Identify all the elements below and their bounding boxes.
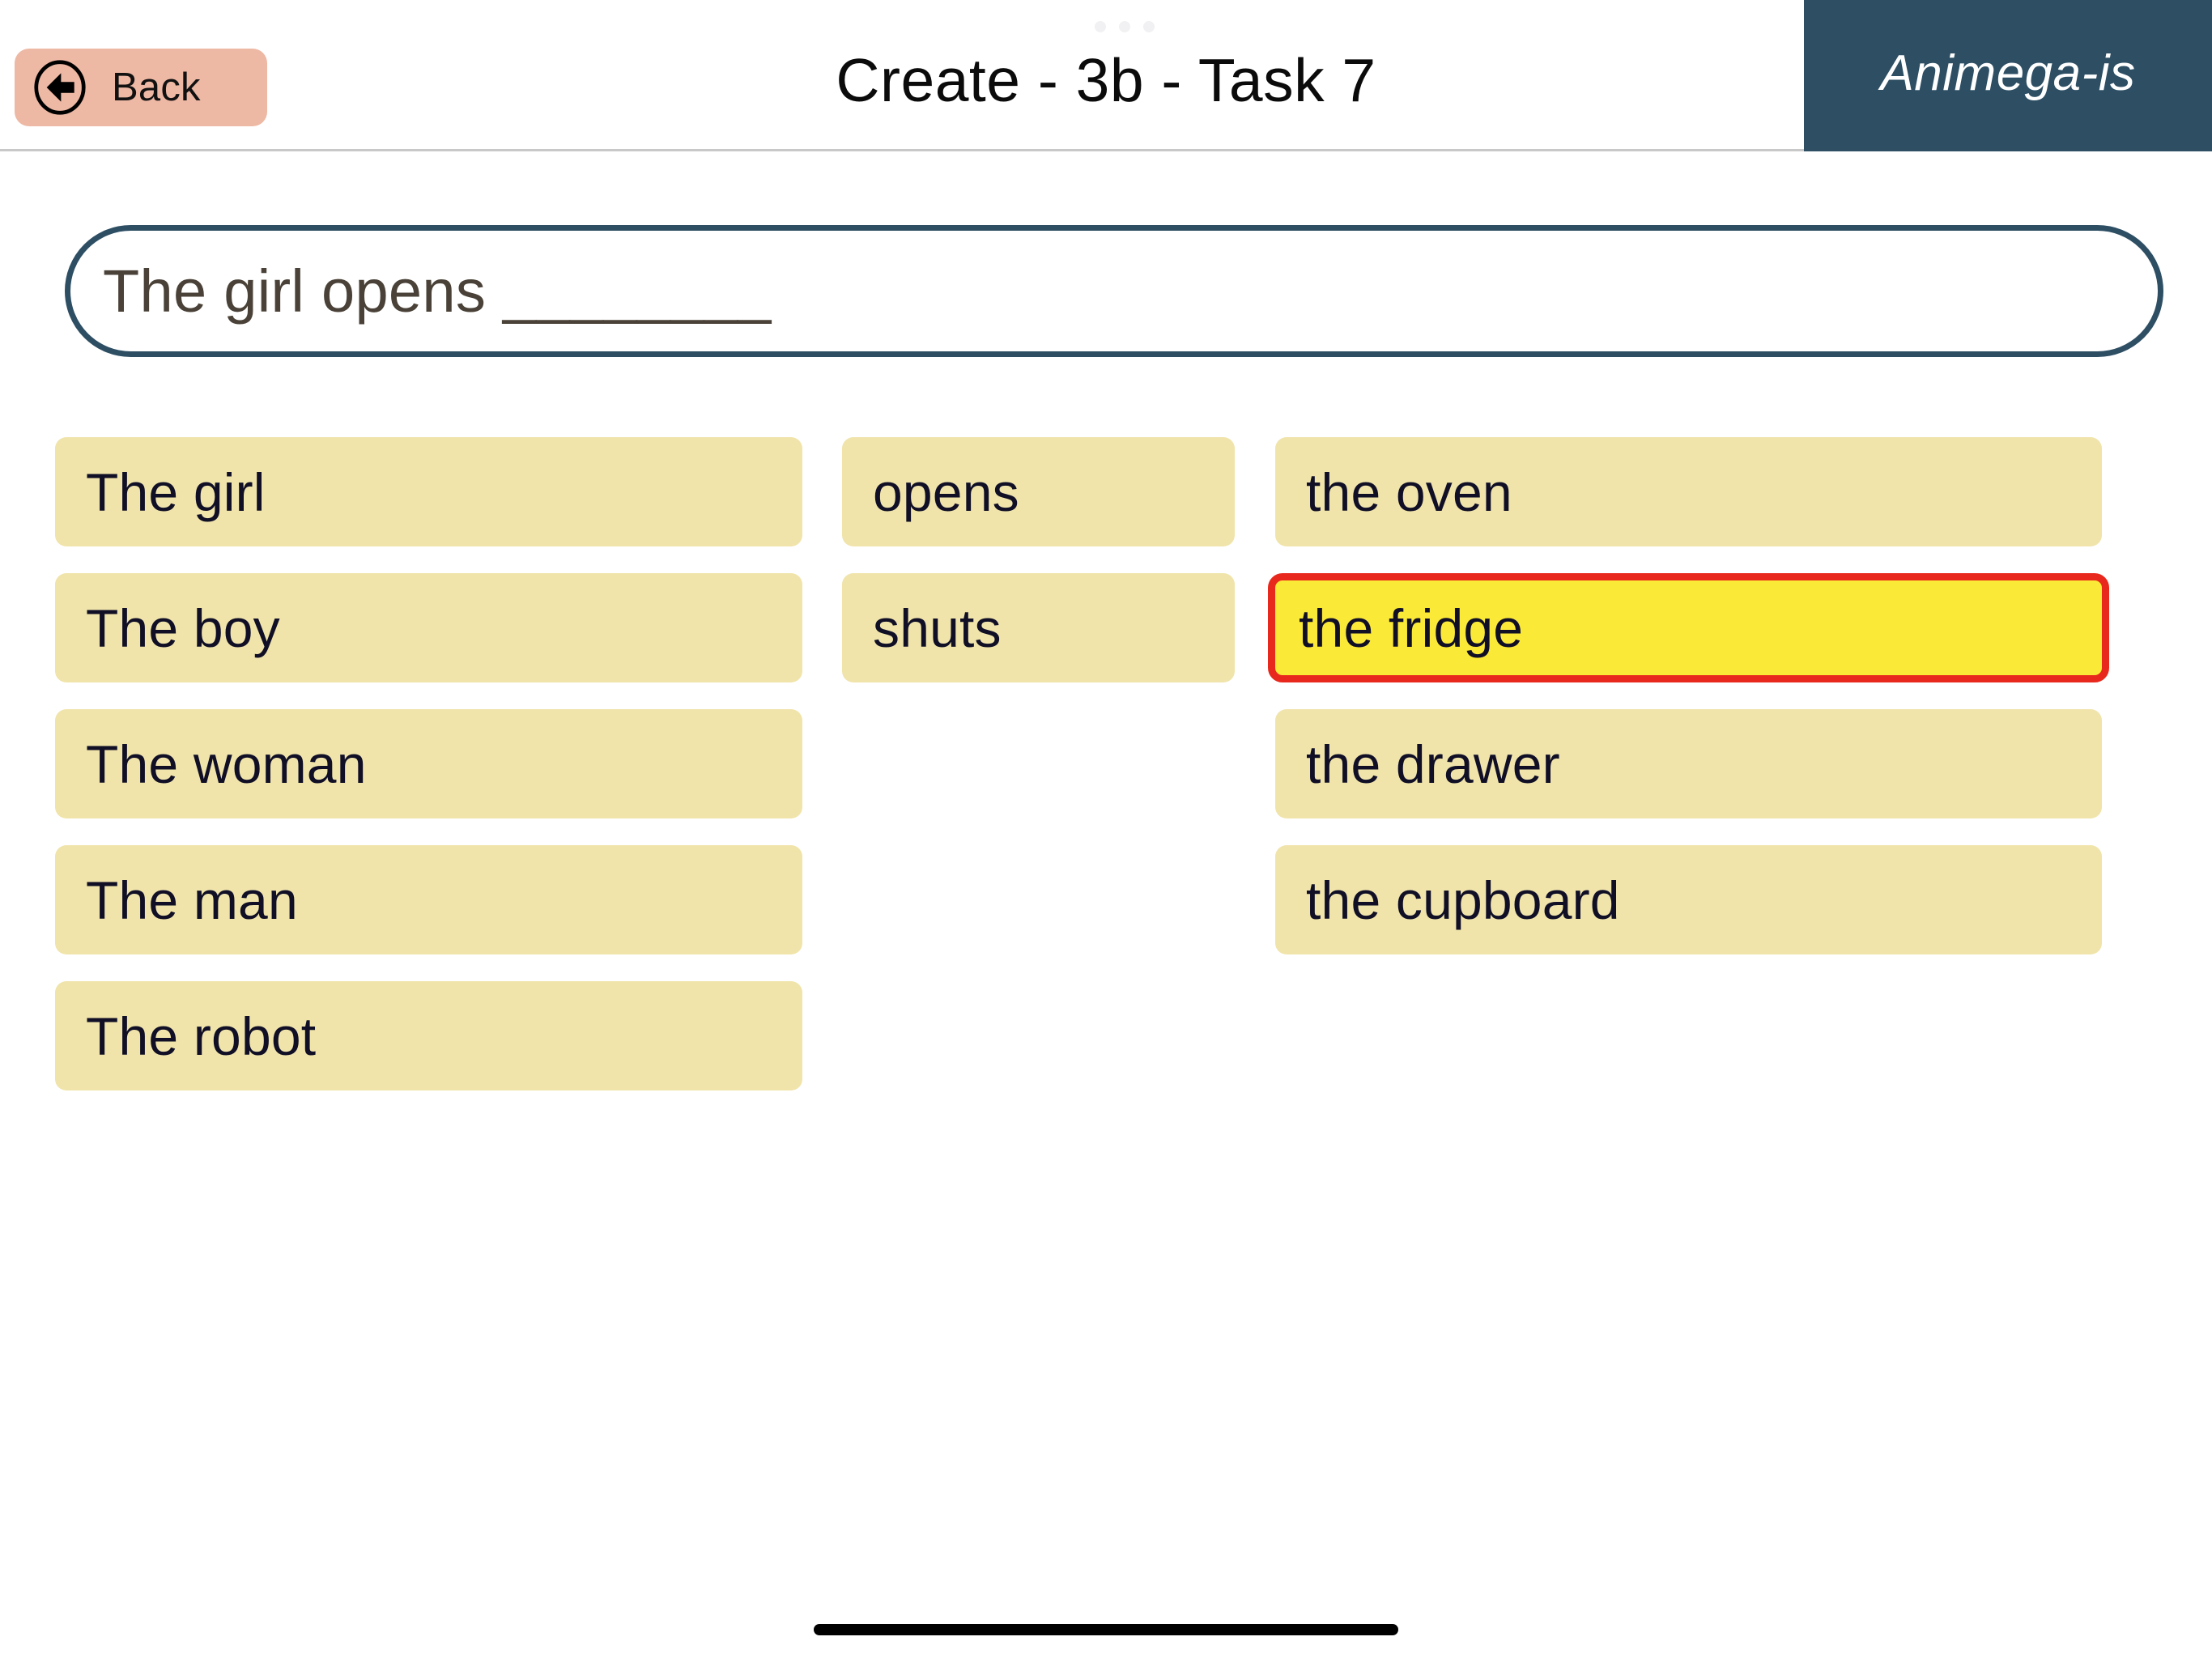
sentence-prompt-text: The girl opens ________: [103, 257, 772, 325]
word-tile-label: the drawer: [1306, 733, 1560, 794]
back-button-label: Back: [112, 66, 201, 109]
word-tile[interactable]: the cupboard: [1275, 845, 2102, 954]
word-tile-label: shuts: [873, 597, 1002, 658]
word-tile[interactable]: shuts: [842, 573, 1235, 682]
word-tile-label: the fridge: [1299, 597, 1524, 658]
word-tile[interactable]: The robot: [55, 981, 802, 1090]
word-tile[interactable]: The boy: [55, 573, 802, 682]
brand-label: Animega-is: [1880, 45, 2136, 101]
word-tile-selected[interactable]: the fridge: [1268, 573, 2109, 682]
word-tile-label: The girl: [86, 461, 266, 522]
word-tile-label: The woman: [86, 733, 367, 794]
word-tile-label: The robot: [86, 1005, 317, 1066]
brand-badge: Animega-is: [1804, 0, 2212, 151]
word-tile-label: The boy: [86, 597, 280, 658]
verb-column: opens shuts: [842, 437, 1235, 709]
drag-handle-dot: [1143, 21, 1155, 32]
app-header: Back Create - 3b - Task 7 Animega-is: [0, 0, 2212, 151]
circle-left-arrow-icon: [34, 60, 86, 115]
word-tile-label: the oven: [1306, 461, 1512, 522]
object-column: the oven the fridge the drawer the cupboard: [1268, 437, 2109, 981]
word-tile-label: The man: [86, 869, 298, 930]
home-indicator[interactable]: [814, 1624, 1398, 1635]
drag-handle-dot: [1095, 21, 1106, 32]
word-tile-label: the cupboard: [1306, 869, 1620, 930]
drag-handle-dot: [1119, 21, 1130, 32]
word-tile[interactable]: The man: [55, 845, 802, 954]
word-tile[interactable]: The woman: [55, 709, 802, 818]
back-button[interactable]: Back: [15, 49, 267, 126]
word-tile[interactable]: opens: [842, 437, 1235, 546]
word-tile-label: opens: [873, 461, 1019, 522]
window-drag-handle[interactable]: [1095, 21, 1155, 32]
word-tile[interactable]: the drawer: [1275, 709, 2102, 818]
word-tile[interactable]: the oven: [1275, 437, 2102, 546]
sentence-prompt-box[interactable]: The girl opens ________: [65, 225, 2163, 357]
page-title: Create - 3b - Task 7: [836, 46, 1376, 114]
word-tile[interactable]: The girl: [55, 437, 802, 546]
